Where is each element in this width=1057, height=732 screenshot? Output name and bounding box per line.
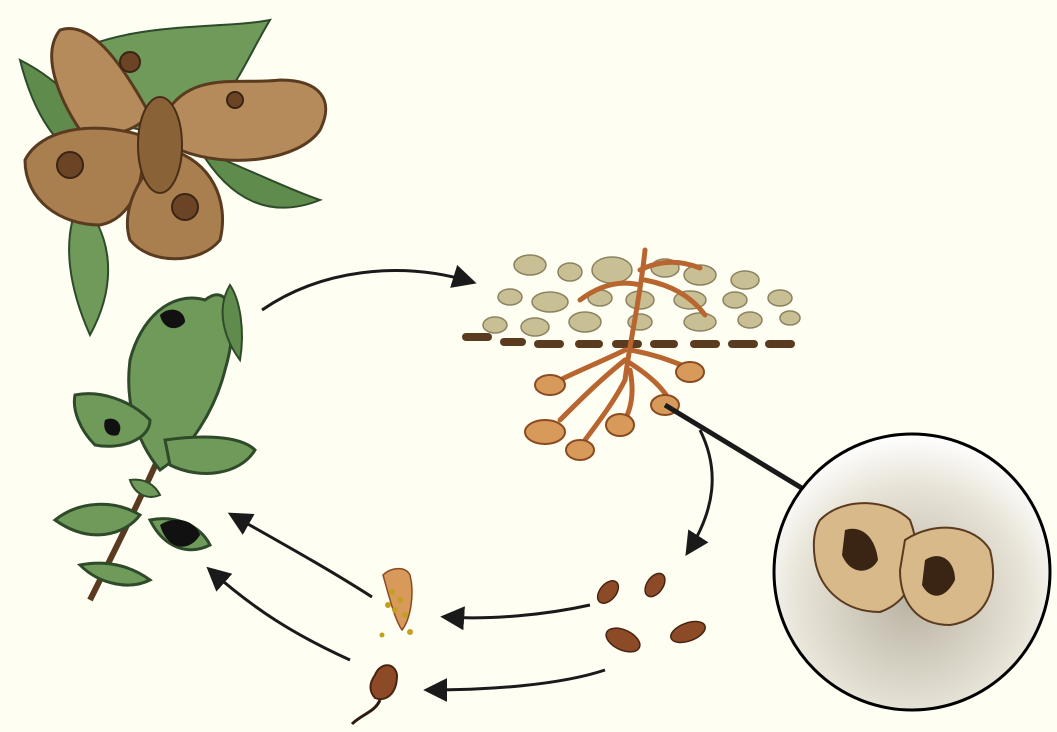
magnified-tuber-icon xyxy=(774,434,1050,710)
seedling-icon xyxy=(352,665,397,724)
leaf-plant-icon xyxy=(55,285,255,600)
arrow-pupae-to-larva xyxy=(445,605,590,618)
cycle-arrows xyxy=(210,271,712,690)
arrow-roots-to-pupae xyxy=(688,430,712,552)
larva-icon xyxy=(380,569,414,638)
arrow-plant-to-roots xyxy=(262,271,472,310)
pupa-icon xyxy=(594,570,708,657)
arrow-pupae-to-seed xyxy=(428,670,605,690)
root-tuber-icon xyxy=(462,250,800,460)
arrow-seed-to-plant xyxy=(210,570,350,660)
pointer-line xyxy=(665,405,805,490)
arrow-larva-to-plant xyxy=(232,515,372,597)
moth-icon xyxy=(20,20,326,335)
